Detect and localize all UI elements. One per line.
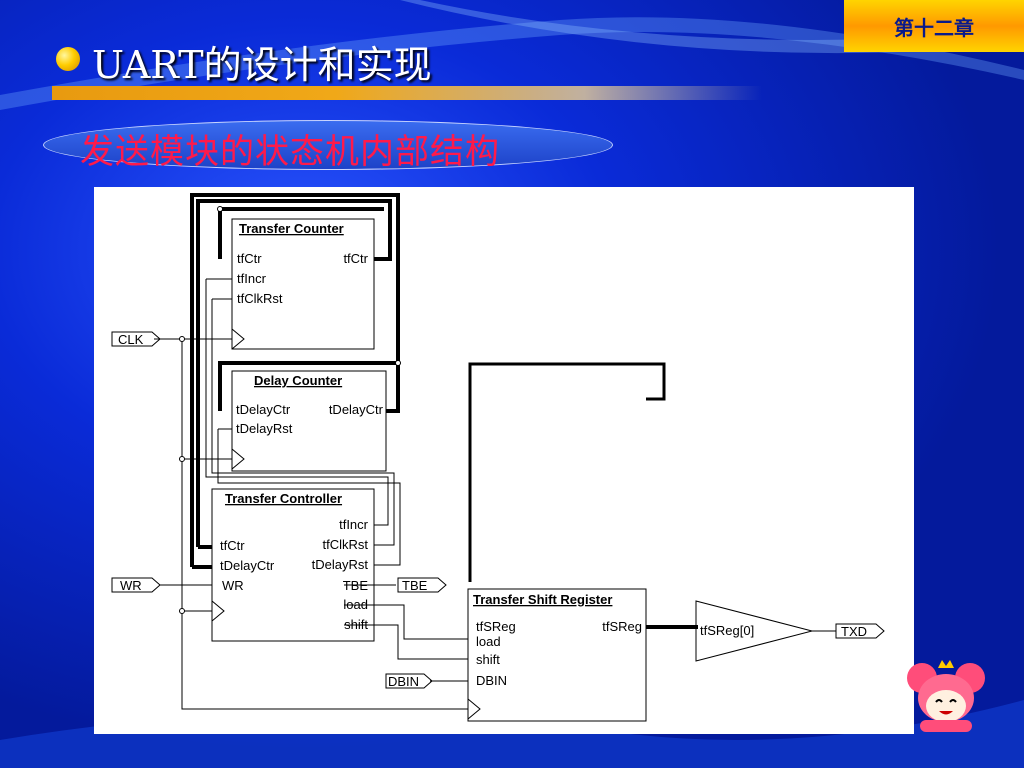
title-shift-register: Transfer Shift Register bbox=[473, 592, 612, 607]
io-tag-dbin bbox=[385, 673, 433, 689]
port-tc-tfctr-out: tfCtr bbox=[343, 251, 368, 266]
port-tc-tfclkrst: tfClkRst bbox=[237, 291, 283, 306]
port-sr-load: load bbox=[476, 634, 501, 649]
port-dc-tdelayctr-in: tDelayCtr bbox=[236, 402, 291, 417]
port-tc-tfincr: tfIncr bbox=[237, 271, 267, 286]
port-sr-tfsreg-in: tfSReg bbox=[476, 619, 516, 634]
state-machine-diagram: Transfer Counter Delay Counter Transfer … bbox=[94, 187, 914, 734]
title-transfer-controller: Transfer Controller bbox=[225, 491, 342, 506]
io-label-txd: TXD bbox=[841, 624, 867, 639]
chapter-tab: 第十二章 bbox=[844, 0, 1024, 52]
clock-pin-tc bbox=[231, 328, 245, 350]
port-ctrl-tfclkrst: tfClkRst bbox=[323, 537, 369, 552]
io-label-tbe: TBE bbox=[402, 578, 428, 593]
port-sr-tfsreg-out: tfSReg bbox=[602, 619, 642, 634]
io-tag-clk bbox=[111, 331, 161, 347]
wire-clk bbox=[154, 338, 468, 710]
block-transfer-counter bbox=[231, 218, 375, 350]
diagram-canvas: Transfer Counter Delay Counter Transfer … bbox=[111, 193, 885, 722]
port-sr-shift: shift bbox=[476, 652, 500, 667]
io-tag-txd bbox=[835, 623, 885, 639]
wire-shift bbox=[344, 624, 468, 660]
io-tag-tbe bbox=[397, 577, 447, 593]
bus-tdelayctr-top bbox=[218, 361, 398, 411]
block-transfer-controller bbox=[211, 488, 375, 642]
port-dc-tdelayrst: tDelayRst bbox=[236, 421, 293, 436]
output-buffer bbox=[695, 600, 814, 662]
wire-tdelayrst bbox=[217, 428, 401, 566]
bullet-icon bbox=[56, 47, 80, 71]
wire-tfincr bbox=[205, 278, 389, 526]
port-ctrl-load: load bbox=[343, 597, 368, 612]
block-shift-register bbox=[467, 588, 647, 722]
bus-tfctr-outer bbox=[196, 199, 392, 547]
block-delay-counter bbox=[231, 370, 387, 472]
clock-pin-sr bbox=[467, 698, 481, 720]
io-label-clk: CLK bbox=[118, 332, 144, 347]
io-label-wr: WR bbox=[120, 578, 142, 593]
clock-pin-dc bbox=[231, 448, 245, 470]
subtitle-pill bbox=[43, 120, 613, 170]
bus-tdelayctr bbox=[190, 193, 400, 567]
port-ctrl-wr: WR bbox=[222, 578, 244, 593]
title-transfer-counter: Transfer Counter bbox=[239, 221, 344, 236]
chapter-label: 第十二章 bbox=[894, 15, 974, 40]
clock-pin-ctrl bbox=[211, 600, 225, 622]
io-label-dbin: DBIN bbox=[388, 674, 419, 689]
title-underline bbox=[52, 86, 762, 100]
port-ctrl-shift: shift bbox=[344, 617, 368, 632]
wire-tfclkrst bbox=[211, 298, 395, 546]
port-ctrl-tbe: TBE bbox=[343, 578, 369, 593]
port-ctrl-tdelayrst: tDelayRst bbox=[312, 557, 369, 572]
port-ctrl-tfincr: tfIncr bbox=[339, 517, 369, 532]
port-dc-tdelayctr-out: tDelayCtr bbox=[329, 402, 384, 417]
port-tc-tfctr-in: tfCtr bbox=[237, 251, 262, 266]
page-title: UART的设计和实现 bbox=[92, 43, 432, 87]
mascot-icon bbox=[907, 660, 985, 732]
port-ctrl-tdelayctr: tDelayCtr bbox=[220, 558, 275, 573]
bus-tfsreg-loop bbox=[468, 362, 666, 582]
io-tag-wr bbox=[111, 577, 161, 593]
title-delay-counter: Delay Counter bbox=[254, 373, 342, 388]
port-sr-dbin: DBIN bbox=[476, 673, 507, 688]
port-ctrl-tfctr: tfCtr bbox=[220, 538, 245, 553]
subtitle-text: 发送模块的状态机内部结构 bbox=[80, 132, 500, 172]
buffer-label: tfSReg[0] bbox=[700, 623, 754, 638]
